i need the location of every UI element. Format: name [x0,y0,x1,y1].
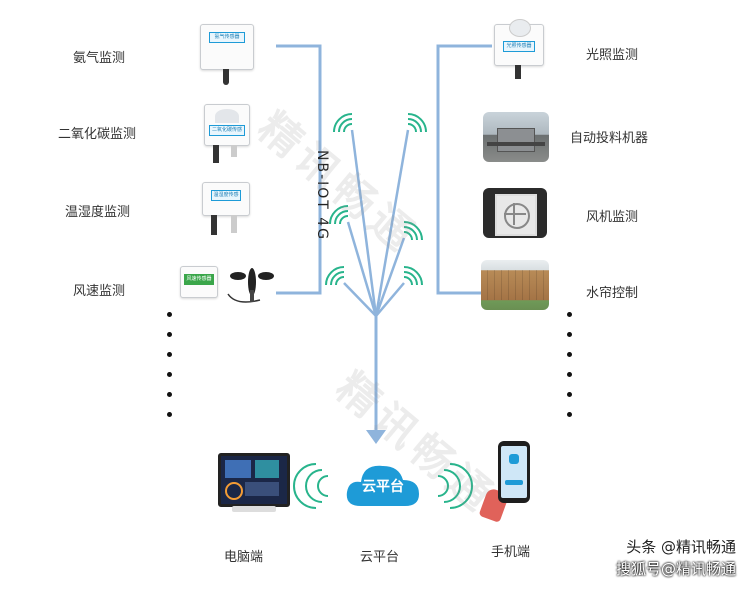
wind-speed-sensor-tag: 风速传感器 [184,274,214,285]
left-sensor-temp-humidity-label: 温湿度监测 [65,205,131,220]
right-water-curtain-label: 水帘控制 [586,286,639,301]
ammonia-sensor-tag: 氨气传感器 [209,32,245,43]
right-light-label: 光照监测 [586,48,639,63]
pc-label: 电脑端 [224,550,264,565]
pc-monitor [218,453,290,507]
pc-stand [232,506,276,512]
right-fan-label: 风机监测 [586,210,639,225]
right-more-dots [567,312,572,432]
smartphone-icon [498,441,530,503]
right-connector-line [436,44,492,295]
wind-speed-sensor-image: 风速传感器 [180,266,218,298]
water-curtain-photo [481,260,549,310]
right-feeder-label: 自动投料机器 [570,131,649,146]
phone-label: 手机端 [491,545,531,560]
light-sensor-tag: 光照传感器 [503,41,535,52]
left-sensor-ammonia-label: 氨气监测 [73,51,126,66]
light-sensor-image: 光照传感器 [494,19,544,79]
cloud-badge-text: 云平台 [362,479,404,495]
left-sensor-wind-speed-label: 风速监测 [73,284,126,299]
ammonia-sensor-image: 氨气传感器 [200,24,254,85]
toutiao-credit: 头条 @精讯畅通 [626,538,736,556]
sohu-credit: 搜狐号@精讯畅通 [615,560,736,578]
co2-sensor-image: 二氧化碳传感器 [204,104,250,163]
arrow-head [366,430,386,444]
left-sensor-co2-label: 二氧化碳监测 [58,127,137,142]
temp-humidity-sensor-image: 温湿度传感器 [202,182,250,235]
antenna-fan [343,129,410,317]
temp-humidity-sensor-tag: 温湿度传感器 [211,190,241,201]
signal-waves [325,113,427,286]
left-connector-line [276,44,322,295]
fan-photo [483,188,547,238]
cloud-icon [346,465,419,506]
cloud-wireless-waves [293,463,473,509]
cloud-label: 云平台 [360,550,400,565]
left-more-dots [167,312,172,432]
co2-sensor-tag: 二氧化碳传感器 [209,125,245,136]
auto-feeder-photo [483,112,549,162]
anemometer-icon [227,268,274,303]
